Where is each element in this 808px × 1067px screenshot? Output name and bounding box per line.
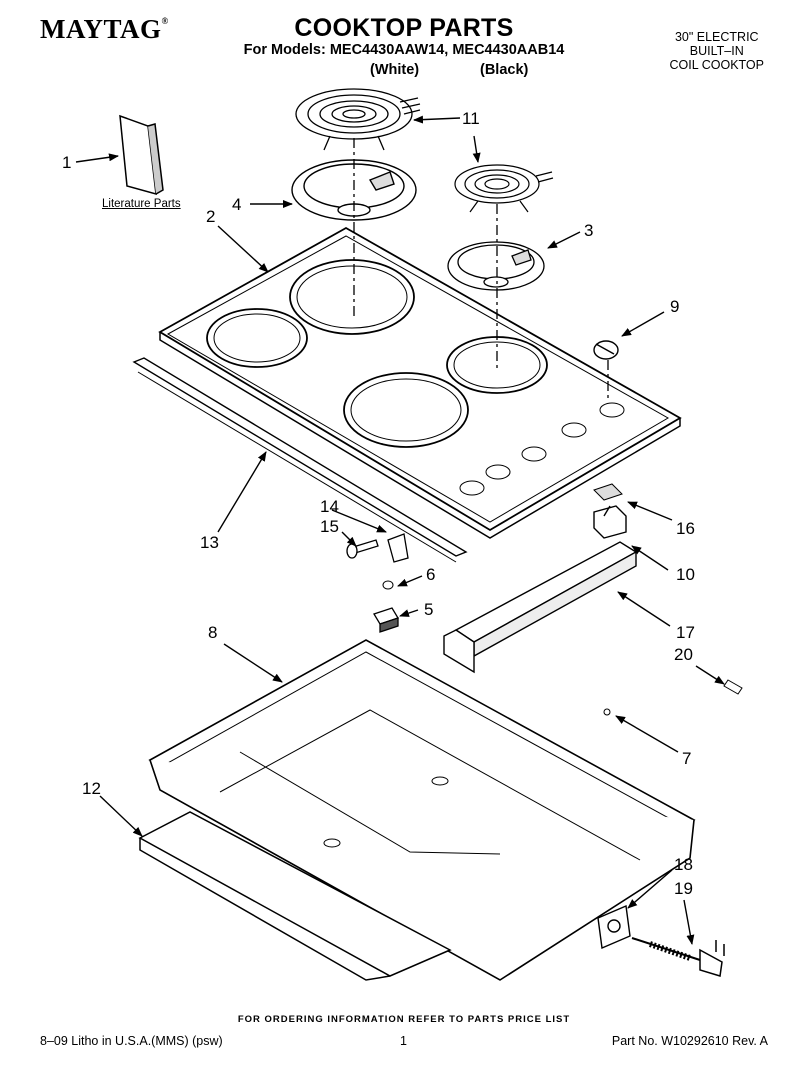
leader-lines (75, 115, 725, 945)
callout-6: 6 (426, 565, 435, 584)
maytag-logo: MAYTAG® (40, 14, 169, 45)
wire-nut (723, 679, 743, 695)
description-line-3: COIL COOKTOP (669, 58, 764, 72)
literature-booklet (119, 114, 164, 196)
strain-relief-plate (597, 904, 631, 950)
terminal-block (373, 607, 399, 633)
small-surface-element (454, 164, 554, 213)
callout-3: 3 (584, 221, 593, 240)
alignment-centerlines (353, 138, 609, 402)
description-line-1: 30" ELECTRIC (674, 30, 759, 44)
callout-20: 20 (674, 645, 693, 664)
callout-18: 18 (674, 855, 693, 874)
cooktop-main-top (158, 226, 682, 539)
callout-11: 11 (462, 109, 480, 128)
mounting-screw (346, 539, 379, 559)
hold-down-bracket (387, 533, 409, 563)
description-line-2: BUILT–IN (689, 44, 744, 58)
callout-7: 7 (682, 749, 691, 768)
variant-black: (Black) (480, 62, 529, 78)
models-line: For Models: MEC4430AAW14, MEC4430AAB14 (243, 42, 565, 58)
callout-9: 9 (670, 297, 679, 316)
part-number: Part No. W10292610 Rev. A (611, 1034, 768, 1048)
callout-15: 15 (320, 517, 339, 536)
variant-white: (White) (370, 62, 420, 78)
page-number: 1 (400, 1034, 407, 1048)
infinite-switch (593, 505, 627, 539)
callout-14: 14 (320, 497, 339, 516)
literature-parts-label: Literature Parts (102, 198, 181, 210)
large-drip-bowl (291, 159, 417, 221)
callout-5: 5 (424, 600, 433, 619)
callout-13: 13 (200, 533, 219, 552)
switch-pad (593, 483, 623, 501)
small-drip-bowl (447, 241, 545, 291)
callout-12: 12 (82, 779, 101, 798)
callout-16: 16 (676, 519, 695, 538)
litho-info: 8–09 Litho in U.S.A.(MMS) (psw) (40, 1034, 223, 1048)
page-title: COOKTOP PARTS (294, 14, 514, 42)
callout-17: 17 (676, 623, 695, 642)
ordering-note: FOR ORDERING INFORMATION REFER TO PARTS … (237, 1014, 571, 1025)
power-cord (631, 937, 725, 977)
registered-mark: ® (161, 16, 169, 26)
brand-name: MAYTAG (40, 14, 162, 44)
callout-1: 1 (62, 153, 71, 172)
callout-2: 2 (206, 207, 215, 226)
product-description: 30" ELECTRIC BUILT–IN COIL COOKTOP (670, 30, 764, 72)
large-surface-element (295, 88, 421, 151)
callout-19: 19 (674, 879, 693, 898)
control-knob (593, 340, 619, 360)
retainer-clip (382, 580, 394, 590)
callout-numbers: 1 2 3 4 5 6 7 8 9 10 11 12 13 14 15 16 1… (62, 109, 695, 898)
side-trim-strip (132, 357, 468, 563)
callout-8: 8 (208, 623, 217, 642)
small-screw (603, 708, 611, 716)
bottom-panel (138, 811, 452, 981)
callout-10: 10 (676, 565, 695, 584)
callout-4: 4 (232, 195, 241, 214)
control-bracket (443, 541, 638, 674)
